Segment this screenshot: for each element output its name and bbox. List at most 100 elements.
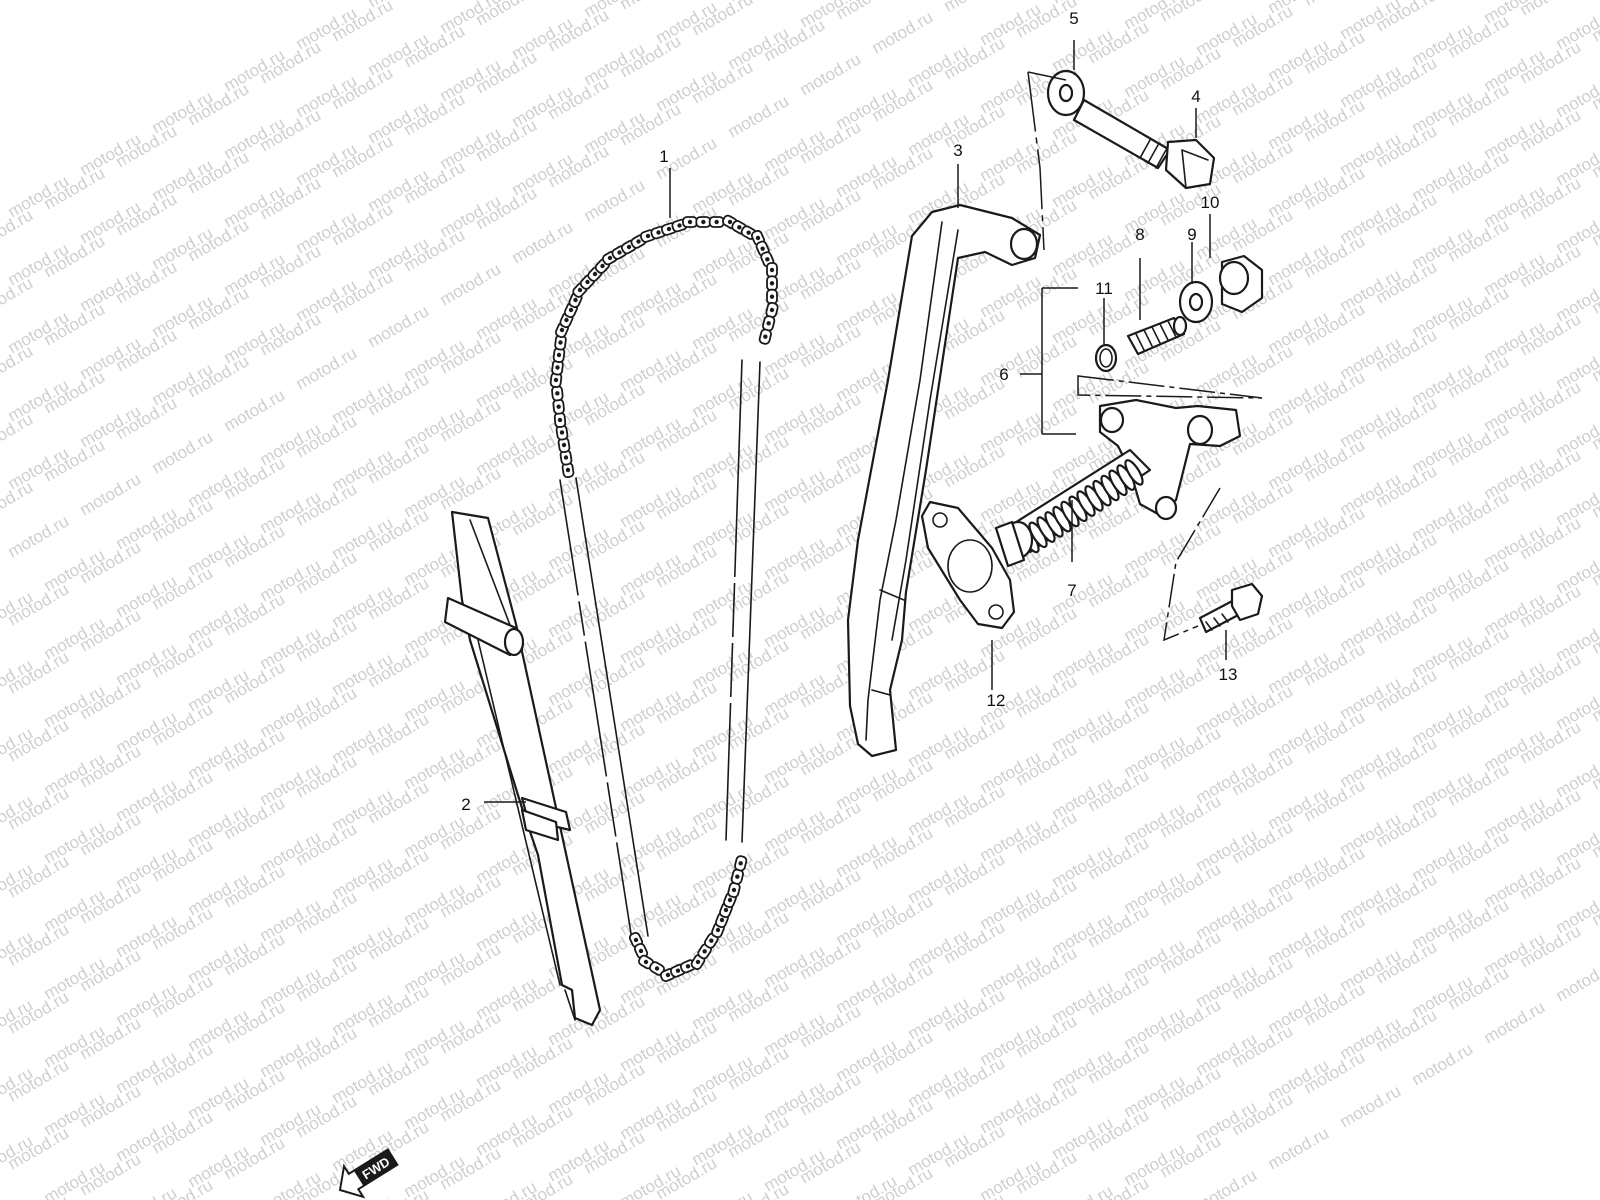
chain-pin: [738, 861, 743, 866]
chain-pin: [714, 219, 719, 225]
callout-1: 1: [659, 147, 668, 166]
watermark-text: motod.ru: [1157, 0, 1225, 25]
chain-pin: [719, 917, 725, 923]
callout-8: 8: [1135, 225, 1144, 244]
chain-pin: [559, 430, 565, 435]
callout-3: 3: [953, 141, 962, 160]
chain-pin: [755, 235, 761, 241]
adjust-screw-part: [1126, 315, 1188, 356]
chain-pin: [737, 225, 742, 230]
watermark-text: motod.ru: [1337, 1081, 1405, 1131]
watermark-text: motod.ru: [941, 0, 1009, 15]
chain-pin: [643, 959, 649, 965]
watermark-text: motod.ru: [725, 91, 793, 141]
chain-pin: [760, 246, 765, 251]
chain-pin: [645, 233, 651, 239]
chain-pin: [564, 317, 569, 323]
chain-pin: [656, 230, 661, 235]
chain-pin: [555, 365, 560, 370]
watermark-text: motod.ru: [149, 427, 217, 477]
watermark-text: motod.ru: [509, 217, 577, 267]
watermark-text: motod.ru: [437, 259, 505, 309]
callout-10: 10: [1201, 193, 1220, 212]
watermark-text: motod.ru: [0, 341, 36, 391]
chain-pin: [675, 968, 681, 973]
washer-part: [1046, 69, 1086, 117]
callout-6: 6: [999, 365, 1008, 384]
tensioner-adjuster-part: [994, 398, 1242, 568]
chain-pin: [555, 391, 560, 396]
chain-pin: [556, 404, 561, 409]
chain-pin: [568, 307, 574, 313]
watermark-text: motod.ru: [689, 1187, 757, 1200]
chain-pin: [563, 455, 569, 460]
chain-pin: [685, 964, 691, 969]
watermark-text: motod.ru: [365, 1185, 433, 1200]
chain-pin: [557, 417, 563, 423]
watermark-text: motod.ru: [1481, 997, 1549, 1047]
cam-chain-part: [549, 214, 779, 983]
watermark-text: motod.ru: [401, 0, 469, 3]
chain-pin: [695, 959, 701, 965]
chain-pin: [654, 966, 660, 971]
chain-pin: [735, 874, 740, 879]
callout-2: 2: [461, 795, 470, 814]
watermark-text: motod.ru: [1409, 1039, 1477, 1089]
callout-4: 4: [1191, 87, 1200, 106]
chain-pin: [617, 250, 622, 255]
watermark-text: motod.ru: [0, 409, 36, 459]
plunger-ridge: [1124, 459, 1144, 486]
watermark-text: motod.ru: [5, 511, 73, 561]
nut-part: [1218, 254, 1264, 314]
watermark-text: motod.ru: [1193, 1165, 1261, 1200]
watermark-text: motod.ru: [0, 273, 36, 323]
chain-pin: [723, 907, 729, 913]
chain-pin: [636, 239, 641, 244]
callout-5: 5: [1069, 9, 1078, 28]
callout-11: 11: [1095, 279, 1113, 298]
chain-pin: [633, 937, 639, 943]
chain-pin: [727, 219, 733, 225]
chain-pin: [701, 219, 706, 225]
chain-pin: [556, 352, 562, 358]
chain-pin: [577, 287, 583, 293]
watermark-text: motod.ru: [221, 385, 289, 435]
chain-pin: [702, 949, 707, 954]
chain-pin: [769, 281, 775, 286]
watermark-text: motod.ru: [1517, 0, 1585, 19]
chain-pin: [769, 267, 775, 273]
chain-pin: [565, 467, 571, 473]
chain-pin: [727, 897, 733, 903]
chain-pin: [600, 263, 605, 269]
watermark-text: motod.ru: [77, 469, 145, 519]
watermark-text: motod.ru: [1553, 955, 1600, 1005]
watermark-text: motod.ru: [869, 7, 937, 57]
chain-pin: [559, 327, 565, 333]
callout-13: 13: [1219, 665, 1238, 684]
assembly-bracket-upper: [1027, 71, 1067, 251]
chain-pin: [766, 321, 771, 326]
watermark-text: motod.ru: [797, 49, 865, 99]
chain-pin: [553, 377, 559, 383]
callouts: 1 2 3 4 5 6 7 8 9 10 11 12 13: [461, 9, 1237, 814]
chain-pin: [677, 223, 682, 228]
callout-7: 7: [1067, 581, 1076, 600]
chain-pin: [607, 255, 613, 261]
watermark-text: motod.ru: [0, 477, 36, 527]
watermark-text: motod.ru: [365, 301, 433, 351]
watermark-text: motod.ru: [5, 1191, 73, 1200]
chain-pin: [769, 307, 775, 313]
watermark-text: motod.ru: [329, 0, 397, 45]
watermark-text: motod.ru: [1265, 1123, 1333, 1173]
chain-pin: [709, 938, 714, 943]
gasket-part: [920, 500, 1016, 630]
small-bolt-part: [1163, 487, 1264, 642]
chain-pin: [561, 442, 567, 448]
assembly-bracket-6: [1041, 287, 1263, 435]
chain-pin: [665, 972, 671, 978]
chain-pin: [769, 294, 775, 299]
chain-guide-part: [443, 510, 602, 1027]
watermark-text: motod.ru: [1301, 0, 1369, 9]
chain-pin: [687, 219, 693, 225]
